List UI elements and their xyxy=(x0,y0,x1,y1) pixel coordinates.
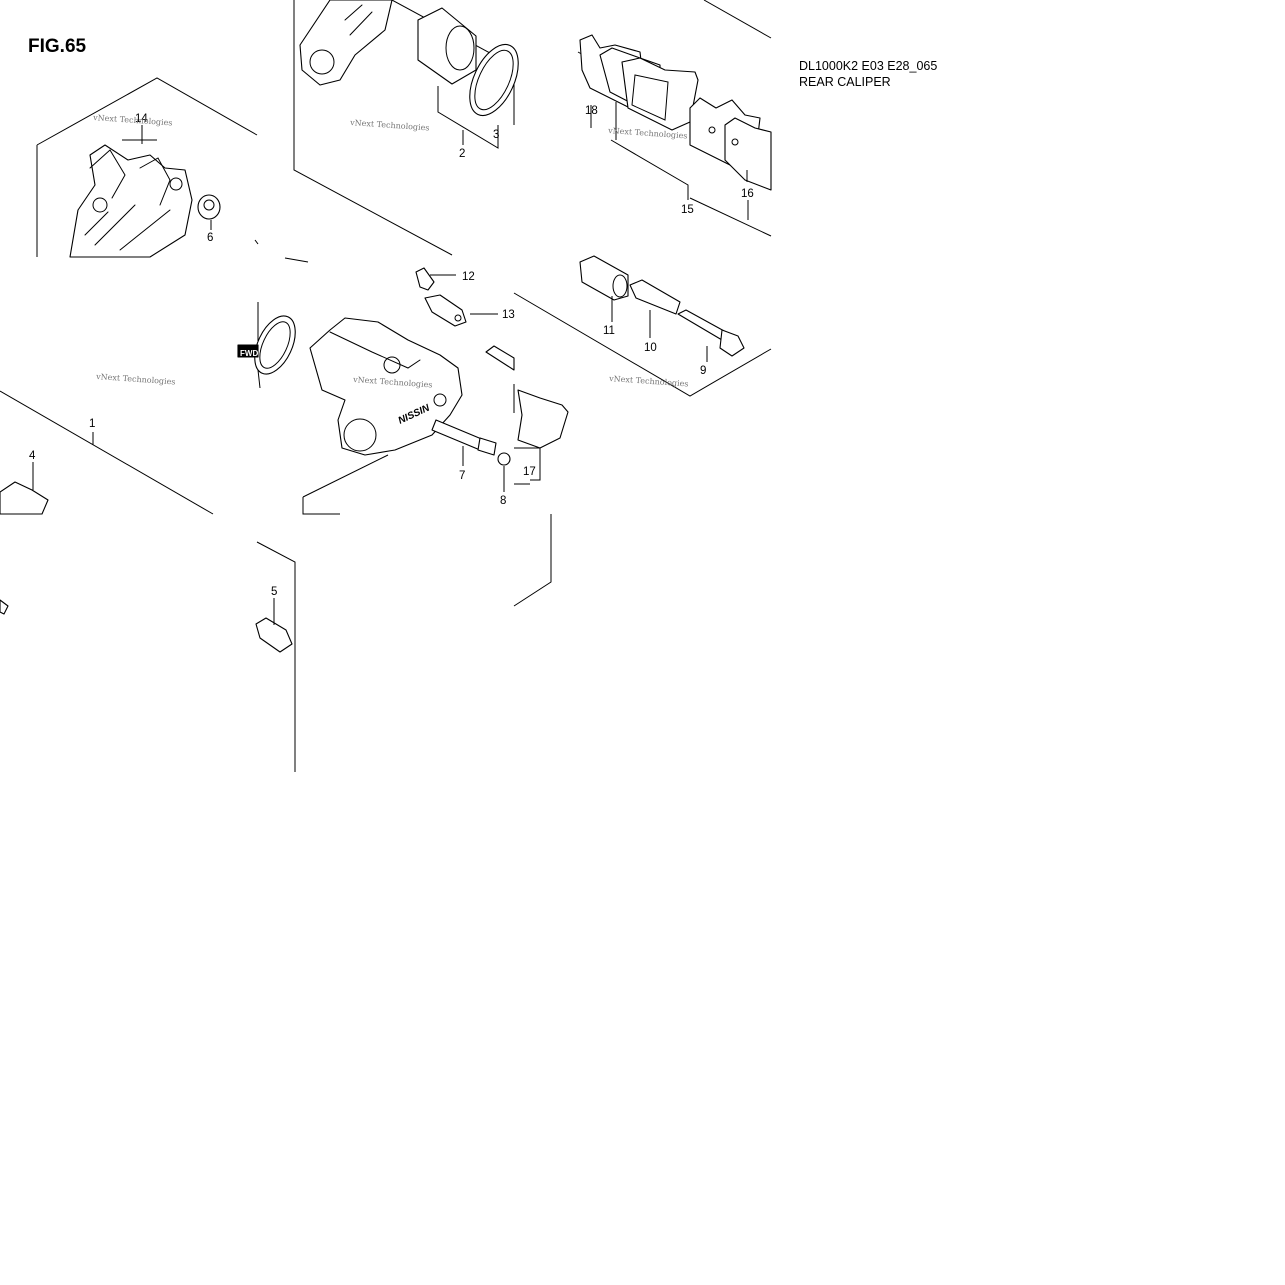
piston-seal xyxy=(469,43,519,117)
caliper-bracket xyxy=(69,144,193,258)
torque-arm xyxy=(299,0,393,86)
pad-retainer xyxy=(0,481,49,515)
watermark: vNext Technologies xyxy=(95,372,176,387)
caliper-bolt xyxy=(677,309,745,357)
dust-seal-ring xyxy=(237,315,296,375)
pad-spring xyxy=(485,345,569,449)
fwd-arrow-icon xyxy=(0,599,9,615)
callout-5: 5 xyxy=(271,586,277,598)
callout-8: 8 xyxy=(500,495,506,507)
callout-1: 1 xyxy=(89,418,95,430)
bleeder-valve xyxy=(415,267,435,291)
caliper-body: NISSIN xyxy=(309,317,463,456)
callout-17: 17 xyxy=(523,466,536,478)
brake-pads xyxy=(579,34,772,191)
callout-16: 16 xyxy=(741,188,754,200)
fwd-label: FWD xyxy=(240,349,258,358)
slide-pin xyxy=(629,279,681,315)
diagram-reference-code: DL1000K2 E03 E28_065 xyxy=(799,59,938,73)
diagram-part-name: REAR CALIPER xyxy=(799,75,891,89)
watermark: vNext Technologies xyxy=(92,113,173,128)
callout-7: 7 xyxy=(459,470,465,482)
bleed-plug xyxy=(255,617,293,653)
callout-12: 12 xyxy=(462,271,475,283)
callout-6: 6 xyxy=(207,232,213,244)
callout-4: 4 xyxy=(29,450,36,462)
bracket-bushing xyxy=(197,194,221,220)
leader-lines xyxy=(32,86,748,625)
watermark: vNext Technologies xyxy=(349,118,430,133)
watermark: vNext Technologies xyxy=(608,374,689,389)
fwd-text: FWD xyxy=(240,349,258,358)
callout-18: 18 xyxy=(585,105,598,117)
slide-sleeve xyxy=(579,255,629,301)
callout-14: 14 xyxy=(135,113,148,125)
callout-9: 9 xyxy=(700,365,706,377)
callout-15: 15 xyxy=(681,204,694,216)
bleeder-cap xyxy=(424,294,467,327)
callout-10: 10 xyxy=(644,342,657,354)
pad-pin xyxy=(431,419,497,456)
callout-2: 2 xyxy=(459,148,465,160)
callout-11: 11 xyxy=(603,325,615,337)
pad-pin-plug xyxy=(497,452,511,466)
caliper-piston xyxy=(417,7,477,85)
figure-title: FIG.65 xyxy=(28,36,87,57)
callout-13: 13 xyxy=(502,309,515,321)
callout-3: 3 xyxy=(493,129,499,141)
callout-numbers: 1 2 3 4 5 6 7 8 9 10 11 12 13 14 15 16 1… xyxy=(29,105,754,598)
